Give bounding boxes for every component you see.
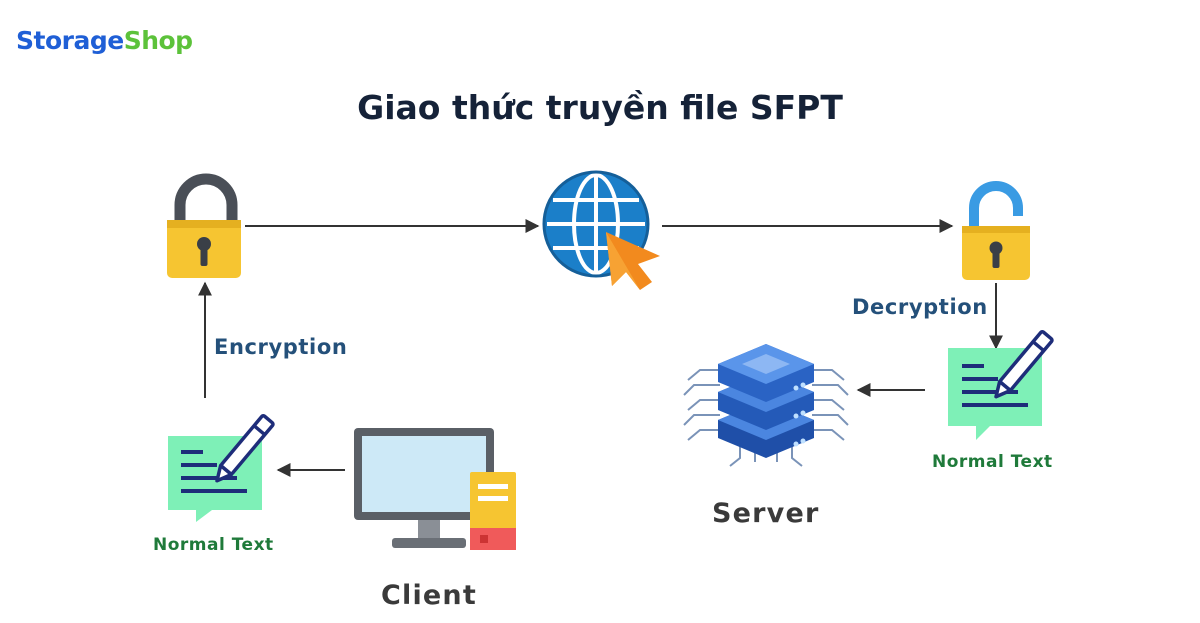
normal-text-label-left: Normal Text: [153, 535, 274, 555]
document-pen-icon: [168, 414, 275, 522]
brand-logo-part1: Storage: [16, 26, 124, 55]
page-title: Giao thức truyền file SFPT: [357, 88, 843, 127]
lock-closed-icon: [167, 173, 241, 278]
server-stack-icon: [683, 344, 849, 467]
brand-logo-part2: Shop: [123, 26, 193, 55]
lock-open-icon: [962, 181, 1030, 280]
normal-text-label-right: Normal Text: [932, 452, 1053, 472]
computer-monitor-icon: [354, 428, 516, 550]
server-label: Server: [712, 498, 820, 529]
document-pen-icon: [948, 330, 1054, 440]
decryption-label: Decryption: [852, 295, 988, 319]
client-label: Client: [381, 580, 477, 611]
encryption-label: Encryption: [214, 335, 348, 359]
globe-cursor-icon: [542, 170, 660, 290]
brand-logo: StorageShop: [16, 26, 193, 55]
